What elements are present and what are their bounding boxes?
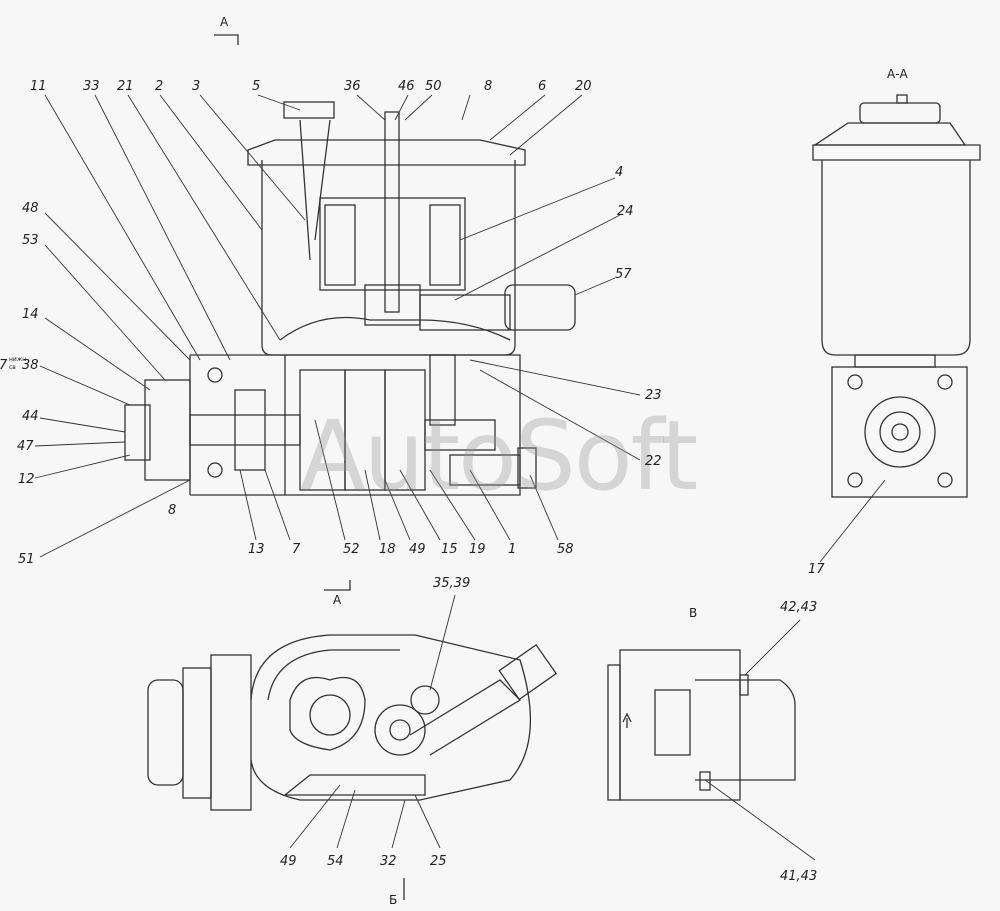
section-mark-a-bottom [324,580,351,591]
callout-44: 44 [22,409,39,424]
section-label-a-top: А [220,15,229,29]
callout-7: 7 [0,359,7,372]
callout-36: 36 [344,79,361,94]
leader-lines [34,94,886,861]
section-mark-a-top [214,34,239,45]
callout-20: 20 [575,79,592,94]
callout-52: 52 [343,542,360,557]
callout-48: 48 [22,201,39,216]
callout-3: 3 [192,79,201,94]
callout-2: 2 [155,79,164,94]
callout-8: 8 [484,79,493,94]
callout-12: 12 [18,472,35,487]
callout-15: 15 [441,542,458,557]
callout-57: 57 [615,267,632,282]
callout-41-43: 41,43 [780,869,818,884]
callout-5: 5 [252,79,261,94]
callout-33: 33 [83,79,100,94]
callout-4: 4 [615,165,624,180]
callout-1: 1 [508,542,517,557]
callout-17: 17 [808,562,825,577]
callout-13: 13 [248,542,265,557]
callout-7b: 7 [292,542,301,557]
callout-8b: 8 [168,503,177,518]
callout-14: 14 [22,307,39,322]
callout-54: 54 [327,854,344,869]
callout-25: 25 [430,854,447,869]
section-label-b: Б [389,893,398,907]
callout-47: 47 [17,439,34,454]
callout-32: 32 [380,854,397,869]
callout-53: 53 [22,233,39,248]
callout-7-note-top: нижн [9,356,27,363]
callout-42-43: 42,43 [780,600,818,615]
callout-38: 38 [22,358,39,373]
section-label-a-bottom: А [333,593,342,607]
callout-35-39: 35,39 [433,576,471,591]
callout-7-note-bottom: св [9,364,16,371]
callout-21: 21 [117,79,134,94]
callout-6: 6 [538,79,547,94]
section-label-v: В [689,606,698,620]
callout-49b: 49 [280,854,297,869]
watermark: AutoSoft [300,400,698,512]
bottom-view [147,634,558,811]
view-v [607,649,796,801]
callout-19: 19 [469,542,486,557]
callout-18: 18 [379,542,396,557]
reservoir [247,101,576,356]
callout-49: 49 [409,542,426,557]
callout-22: 22 [645,454,662,469]
pump-body [124,354,537,496]
callout-11: 11 [30,79,47,94]
callout-58: 58 [557,542,574,557]
callout-46: 46 [398,79,415,94]
callout-23: 23 [645,388,662,403]
view-aa [812,94,981,498]
callout-51: 51 [18,552,35,567]
section-label-aa: А-А [887,67,908,81]
callout-24: 24 [617,204,634,219]
callout-50: 50 [425,79,442,94]
